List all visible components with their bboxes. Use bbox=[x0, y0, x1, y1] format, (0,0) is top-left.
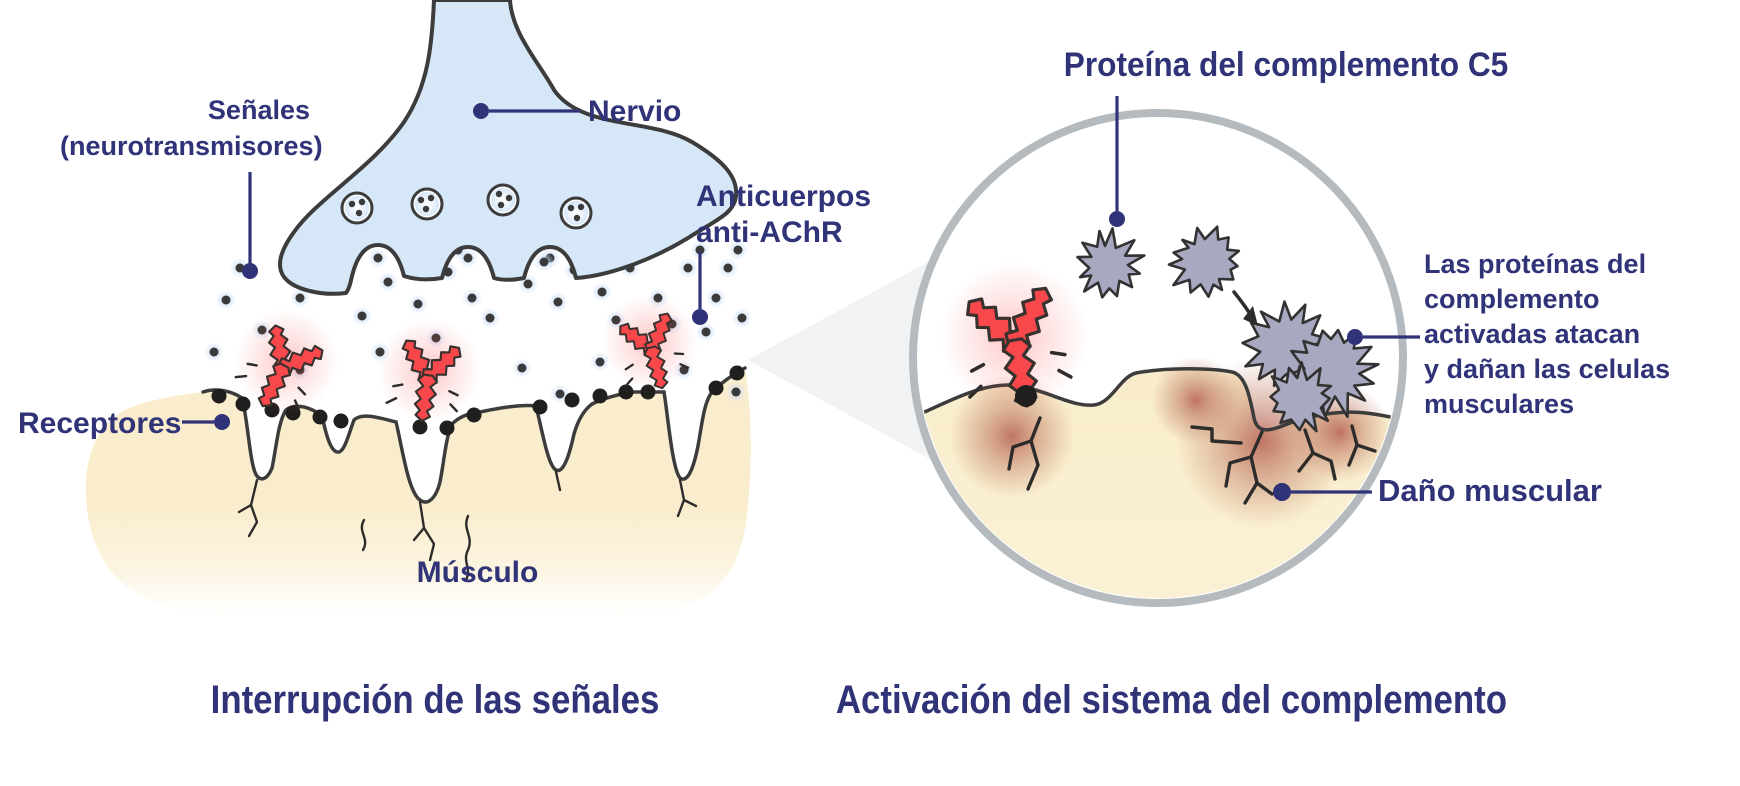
caption-right: Activación del sistema del complemento bbox=[835, 678, 1507, 722]
label-nervio: Nervio bbox=[588, 95, 682, 128]
label-senales: Señales (neurotransmisores) bbox=[60, 92, 323, 164]
leader-dano-muscular bbox=[1273, 483, 1372, 501]
leader-proteina-c5 bbox=[1109, 96, 1125, 227]
label-anticuerpos-line1: Anticuerpos bbox=[696, 180, 872, 213]
leader-receptores bbox=[182, 414, 230, 430]
complement-attack-line: musculares bbox=[1424, 389, 1575, 419]
antibody-achr-magnified bbox=[939, 261, 1090, 412]
damage-patches bbox=[950, 356, 1390, 527]
synaptic-vesicle bbox=[559, 196, 593, 230]
leader-senales bbox=[242, 172, 258, 279]
nerve-terminal bbox=[277, 0, 739, 296]
magnifier-circle-border bbox=[909, 109, 1407, 607]
activation-arrow bbox=[1232, 290, 1258, 326]
leader-complement-attack bbox=[1347, 329, 1420, 345]
complement-cluster bbox=[1241, 300, 1380, 433]
receptor-dot-magnified bbox=[1015, 385, 1037, 407]
complement-cluster-burst bbox=[1269, 361, 1333, 433]
leader-proteina-c5-dot bbox=[1109, 211, 1125, 227]
leader-senales-dot bbox=[242, 263, 258, 279]
synaptic-vesicle bbox=[340, 191, 374, 225]
complement-protein-1 bbox=[1076, 227, 1146, 299]
caption-left: Interrupción de las señales bbox=[210, 678, 660, 722]
leader-nervio-dot bbox=[473, 103, 489, 119]
antibody-achr-3 bbox=[601, 294, 698, 391]
muscle-left bbox=[85, 368, 751, 621]
complement-attack-line: activadas atacan bbox=[1424, 319, 1641, 349]
leader-anticuerpos-dot bbox=[692, 309, 708, 325]
leader-dano-muscular-dot bbox=[1273, 483, 1291, 501]
leader-nervio bbox=[473, 103, 580, 119]
leader-anticuerpos bbox=[692, 251, 708, 325]
complement-attack-line: complemento bbox=[1424, 284, 1600, 314]
leader-complement-attack-dot bbox=[1347, 329, 1363, 345]
label-musculo: Músculo bbox=[416, 556, 539, 589]
complement-attack-line: y dañan las celulas bbox=[1424, 354, 1671, 384]
crack-lines bbox=[1007, 416, 1377, 505]
antibody-achr-1 bbox=[234, 308, 339, 413]
left-panel bbox=[85, 0, 752, 621]
leader-receptores-dot bbox=[214, 414, 230, 430]
complement-protein-2 bbox=[1167, 225, 1241, 298]
label-senales-line1: Señales bbox=[207, 95, 310, 125]
label-senales-line2: (neurotransmisores) bbox=[60, 131, 323, 161]
membrane-fold-roots bbox=[237, 470, 698, 582]
label-receptores: Receptores bbox=[18, 407, 182, 440]
title-complement-c5: Proteína del complemento C5 bbox=[1063, 46, 1509, 84]
antibody-achr-2 bbox=[377, 318, 482, 423]
label-anticuerpos: Anticuerpos anti-AChR bbox=[696, 179, 871, 251]
label-dano-muscular: Daño muscular bbox=[1378, 473, 1602, 508]
complement-attack-line: Las proteínas del bbox=[1424, 249, 1647, 279]
label-complement-attack: Las proteínas del complemento activadas … bbox=[1424, 247, 1670, 422]
synaptic-vesicle bbox=[410, 187, 444, 221]
synaptic-vesicle bbox=[486, 183, 520, 217]
label-anticuerpos-line2: anti-AChR bbox=[696, 216, 843, 249]
